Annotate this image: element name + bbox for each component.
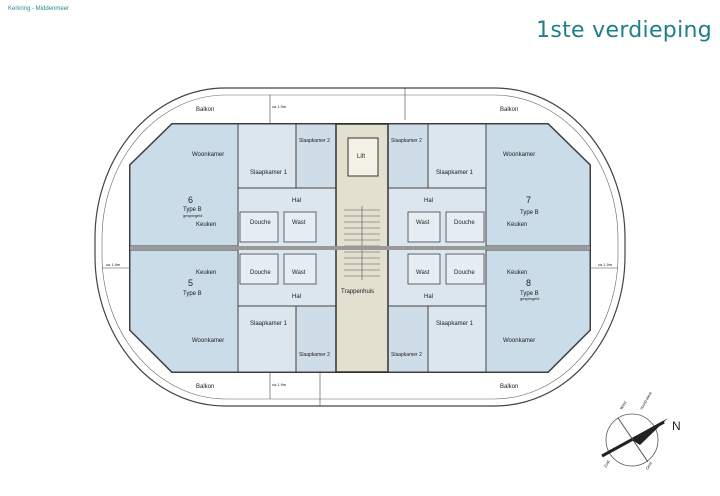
unit-5-living — [129, 249, 239, 373]
unit-7-type: Type B — [520, 210, 539, 216]
balcony-label: Balkon — [500, 384, 518, 390]
unit-6-woonkamer: Woonkamer — [192, 152, 224, 158]
unit-6-bedroom-1 — [237, 123, 297, 189]
unit-7-slaapkamer1: Slaapkamer 1 — [436, 170, 474, 176]
unit-8-number: 8 — [526, 278, 531, 288]
compass-east: Oost — [645, 460, 654, 471]
dimension-label: ca 1.9m — [598, 262, 613, 267]
unit-7-bedroom-2 — [387, 123, 429, 189]
unit-6-living — [129, 123, 239, 247]
unit-6-slaapkamer2: Slaapkamer 2 — [299, 138, 330, 144]
stair-treads — [344, 206, 380, 280]
lift-label: Lift — [357, 154, 365, 160]
unit-7-bedroom-1 — [427, 123, 487, 189]
unit-6-wast: Wast — [292, 220, 306, 226]
unit-8-woonkamer: Woonkamer — [503, 338, 535, 344]
unit-6-slaapkamer1: Slaapkamer 1 — [250, 170, 288, 176]
compass-north-west: noord-west — [639, 390, 654, 410]
unit-5-slaapkamer2: Slaapkamer 2 — [299, 352, 330, 358]
unit-7-woonkamer: Woonkamer — [503, 152, 535, 158]
unit-6-hal: Hal — [292, 198, 301, 204]
unit-7-slaapkamer2: Slaapkamer 2 — [391, 138, 422, 144]
balcony-label: Balkon — [196, 107, 214, 113]
unit-5-type: Type B — [183, 291, 202, 297]
unit-5-bedroom-2 — [295, 305, 337, 373]
unit-6-number: 6 — [188, 195, 193, 205]
unit-7-number: 7 — [526, 195, 531, 205]
unit-7-hal: Hal — [424, 198, 433, 204]
balcony-outline — [94, 87, 626, 407]
unit-8-keuken: Keuken — [507, 270, 527, 276]
project-name: Kerkring - Middenmeer — [8, 6, 70, 12]
unit-6-type: Type B — [183, 207, 202, 213]
service-rooms — [239, 211, 485, 285]
party-wall — [130, 246, 590, 250]
north-arrow-icon — [632, 418, 668, 445]
unit-6-bedroom-2 — [295, 123, 337, 189]
compass-west: West — [619, 399, 628, 410]
unit-7-living — [485, 123, 591, 247]
unit-5-woonkamer: Woonkamer — [192, 338, 224, 344]
compass-south: Zuid — [603, 459, 611, 468]
dimension-label: ca 1.9m — [106, 262, 121, 267]
unit-8-slaapkamer2: Slaapkamer 2 — [391, 352, 422, 358]
unit-6-douche: Douche — [250, 220, 271, 226]
stairwell-label: Trappenhuis — [341, 289, 374, 295]
unit-5-number: 5 — [188, 278, 193, 288]
unit-7-douche: Douche — [454, 220, 475, 226]
unit-5-hal: Hal — [292, 294, 301, 300]
unit-5-bedroom-1 — [237, 305, 297, 373]
unit-5-wast: Wast — [292, 270, 306, 276]
unit-8-living — [485, 249, 591, 373]
compass-north: N — [672, 419, 681, 433]
unit-8-hal: Hal — [424, 294, 433, 300]
balcony-label: Balkon — [196, 384, 214, 390]
unit-5-keuken: Keuken — [196, 270, 216, 276]
unit-8-note: gespiegeld — [520, 296, 539, 301]
dimension-lines — [102, 88, 618, 406]
unit-8-bedroom-2 — [387, 305, 429, 373]
unit-6-keuken: Keuken — [196, 222, 216, 228]
unit-5-slaapkamer1: Slaapkamer 1 — [250, 321, 288, 327]
page-title: 1ste verdieping — [536, 18, 712, 43]
unit-6-note: gespiegeld — [183, 213, 202, 218]
unit-5-douche: Douche — [250, 270, 271, 276]
unit-7-keuken: Keuken — [507, 222, 527, 228]
balcony-label: Balkon — [500, 107, 518, 113]
unit-7-wast: Wast — [416, 220, 430, 226]
unit-8-wast: Wast — [416, 270, 430, 276]
lift-shaft — [347, 137, 379, 177]
dimension-label: ca 1.9m — [272, 104, 287, 109]
compass: N West noord-west Zuid Oost — [601, 390, 681, 471]
unit-8-type: Type B — [520, 291, 539, 297]
unit-8-bedroom-1 — [427, 305, 487, 373]
dimension-label: ca 1.9m — [272, 382, 287, 387]
unit-8-slaapkamer1: Slaapkamer 1 — [436, 321, 474, 327]
balcony-inner-outline — [101, 94, 619, 400]
unit-8-douche: Douche — [454, 270, 475, 276]
